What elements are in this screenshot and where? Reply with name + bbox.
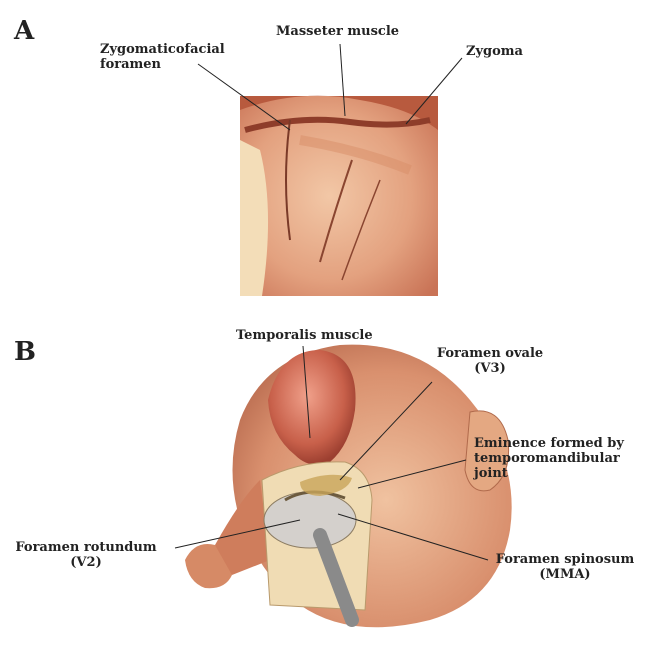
label-zygoma: Zygoma [466,44,523,59]
label-foramen-ovale-nerve: (V3) [430,361,550,376]
panel-a-letter: A [14,16,34,46]
label-foramen-spinosum: Foramen spinosum (MMA) [490,552,640,582]
panel-a-surgical-field [240,96,438,296]
label-foramen-spinosum-name: Foramen spinosum [490,552,640,567]
label-masseter-muscle: Masseter muscle [276,24,399,39]
label-zygomaticofacial-foramen: Zygomaticofacial foramen [100,42,220,72]
label-foramen-ovale-name: Foramen ovale [430,346,550,361]
label-foramen-rotundum-name: Foramen rotundum [6,540,166,555]
label-foramen-rotundum-nerve: (V2) [6,555,166,570]
panel-b-head-illustration [185,345,512,628]
label-foramen-rotundum: Foramen rotundum (V2) [6,540,166,570]
label-foramen-spinosum-vessel: (MMA) [490,567,640,582]
label-eminence: Eminence formed by temporomandibular joi… [474,436,654,481]
label-foramen-ovale: Foramen ovale (V3) [430,346,550,376]
label-eminence-line1: Eminence formed by [474,436,654,451]
label-eminence-line2: temporomandibular joint [474,451,654,481]
label-temporalis-muscle: Temporalis muscle [236,328,373,343]
panel-b-letter: B [14,337,36,367]
